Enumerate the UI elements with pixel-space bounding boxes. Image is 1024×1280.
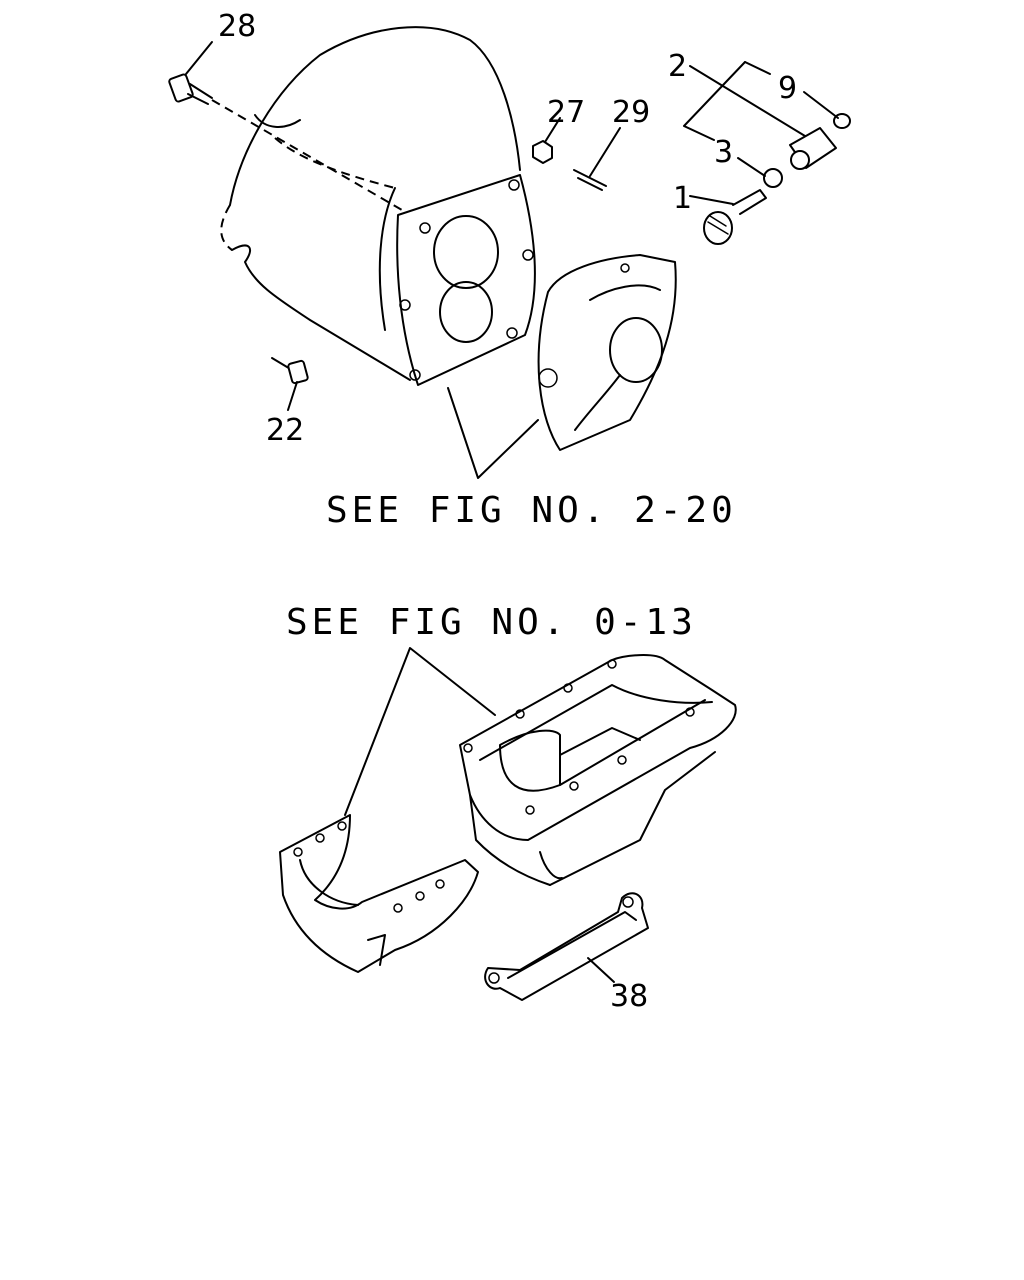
callout-3: 3 [714, 135, 733, 170]
callout-29: 29 [612, 95, 650, 130]
stud-29 [573, 127, 621, 191]
nut-27 [532, 117, 561, 164]
callout-27: 27 [547, 95, 585, 130]
bracket-38 [484, 892, 649, 1001]
leader-fig-2-20 [447, 387, 539, 479]
extension-housing [537, 254, 677, 451]
pan-stiffener [279, 814, 479, 973]
reference-fig-2-20: SEE FIG NO. 2-20 [326, 490, 737, 531]
leader-fig-0-13 [344, 647, 496, 816]
oil-pan [459, 654, 737, 886]
callout-1: 1 [673, 181, 692, 216]
callout-2: 2 [668, 49, 687, 84]
callout-38: 38 [610, 979, 648, 1014]
callout-28: 28 [218, 9, 256, 44]
bolt-28 [168, 41, 403, 211]
transmission-housing [220, 26, 536, 386]
callout-22: 22 [266, 413, 304, 448]
speedometer-driven-assembly [683, 61, 851, 245]
bolt-22 [271, 357, 309, 411]
reference-fig-0-13: SEE FIG NO. 0-13 [286, 602, 697, 643]
callout-9: 9 [778, 71, 797, 106]
